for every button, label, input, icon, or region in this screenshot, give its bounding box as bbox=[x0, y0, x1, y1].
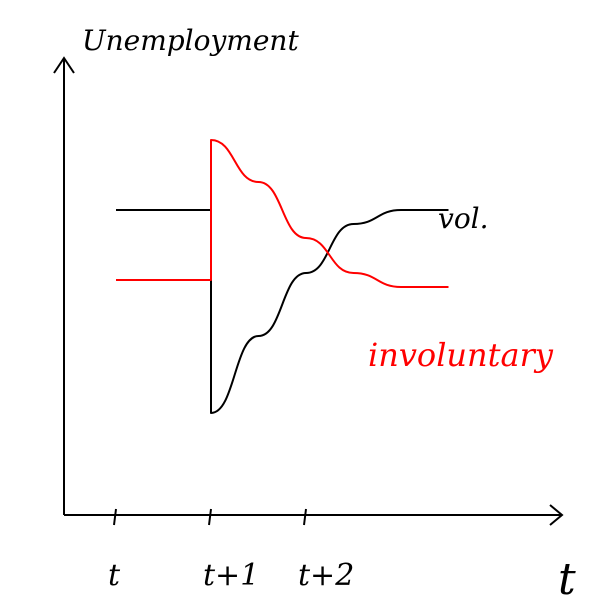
axes bbox=[53, 56, 564, 526]
series-lines bbox=[115, 139, 449, 414]
y-axis-title: Unemployment bbox=[82, 24, 299, 57]
series-line-voluntary bbox=[115, 208, 449, 414]
x-tick-mark bbox=[208, 508, 212, 526]
x-tick-mark bbox=[113, 508, 117, 526]
x-axis-title: t bbox=[558, 554, 576, 600]
series-label-involuntary: involuntary bbox=[368, 336, 554, 374]
x-ticks: t t+1 t+2 bbox=[108, 508, 354, 593]
y-axis-arrow bbox=[53, 56, 75, 74]
x-tick-label: t bbox=[108, 558, 121, 593]
text-labels: Unemployment t vol. involuntary bbox=[82, 24, 576, 600]
series-line-involuntary bbox=[116, 139, 449, 288]
series-label-voluntary: vol. bbox=[438, 202, 489, 235]
x-tick-label: t+1 bbox=[203, 558, 259, 593]
x-axis-arrow bbox=[549, 504, 564, 526]
x-tick-mark bbox=[303, 508, 307, 526]
x-tick-label: t+2 bbox=[298, 558, 354, 593]
